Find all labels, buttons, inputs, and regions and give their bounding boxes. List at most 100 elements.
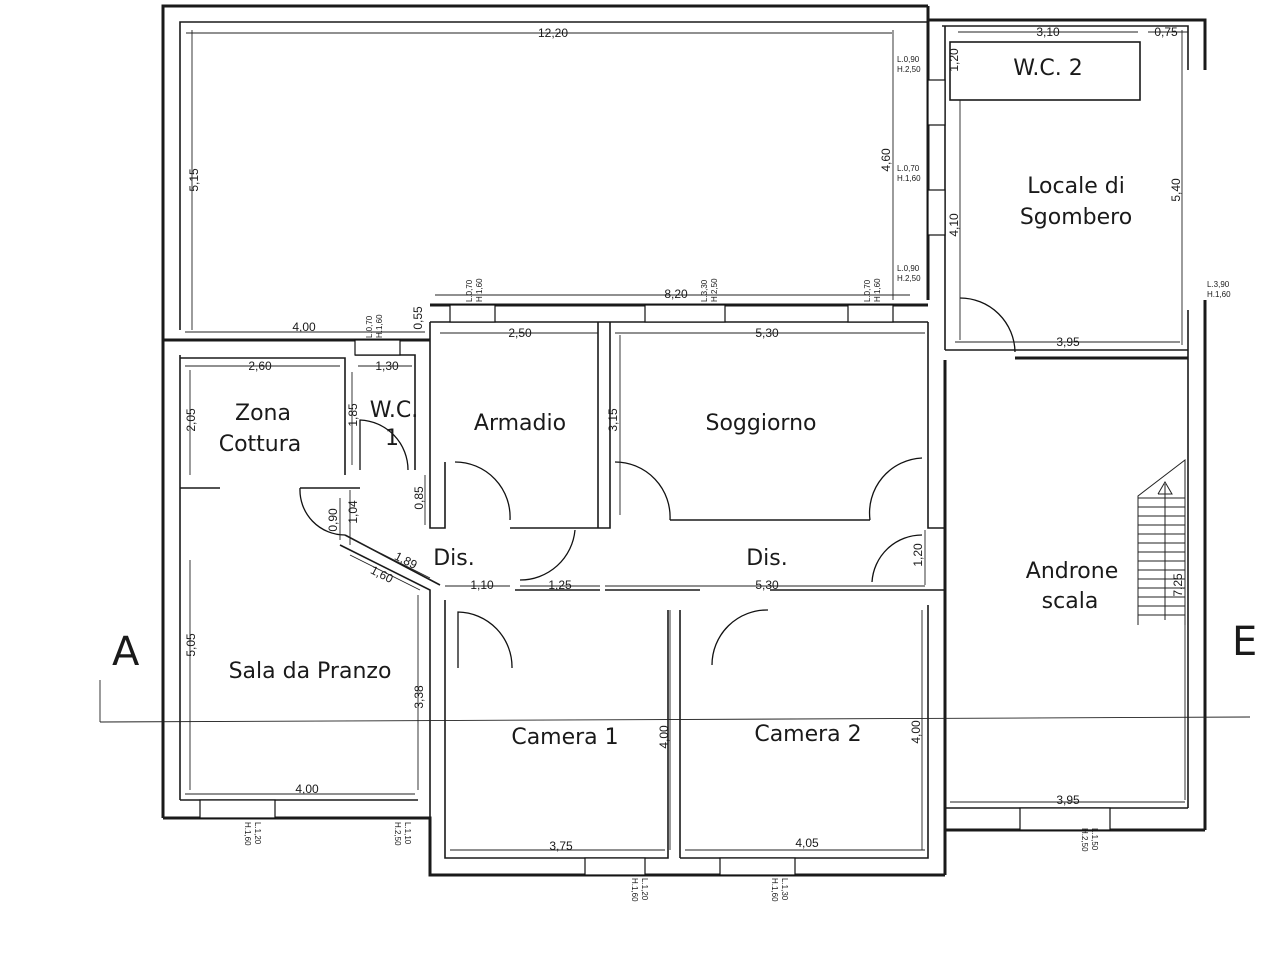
section-mark-left: A xyxy=(112,629,140,675)
dim-mid-820: 8,20 xyxy=(664,287,688,301)
section-mark-right: E xyxy=(1232,619,1257,665)
door-zona xyxy=(299,487,346,536)
opening-t2-l: L.3,30 xyxy=(700,279,709,302)
opening-b2-l: L.1,10 xyxy=(403,822,412,845)
opening-loc-l: L.0,90 xyxy=(897,264,920,273)
stair-arrow-head xyxy=(1157,481,1173,495)
opening-b4-h: H.1,60 xyxy=(770,878,779,902)
room-androne-line1: Androne xyxy=(1026,559,1118,584)
opening-b4-l: L.1,30 xyxy=(780,878,789,901)
room-dis-left: Dis. xyxy=(433,546,475,571)
dim-cam-height-2: 4,00 xyxy=(909,720,923,744)
opening-b3-l: L.1,20 xyxy=(640,878,649,901)
door-dis-1 xyxy=(519,529,576,581)
room-wc2: W.C. 2 xyxy=(1013,56,1083,81)
door-soggiorno-l xyxy=(614,461,671,521)
opening-right-h: H.1,60 xyxy=(1207,290,1231,299)
window-camera1 xyxy=(584,857,646,876)
room-wc1-line1: W.C. xyxy=(370,398,419,423)
wall-zona-cottura xyxy=(180,357,346,475)
wall-soggiorno-right xyxy=(927,322,945,529)
door-soggiorno-r xyxy=(868,457,923,521)
dim-dis-530: 5,30 xyxy=(755,578,779,592)
door-camera2 xyxy=(711,609,769,666)
room-camera1: Camera 1 xyxy=(511,725,618,750)
window-terrace-3 xyxy=(847,304,894,323)
opening-right-l: L.3,90 xyxy=(1207,280,1230,289)
dim-armadio-width: 2,50 xyxy=(508,326,532,340)
room-wc1-line2: 1 xyxy=(385,426,399,451)
dim-top-height: 5,15 xyxy=(187,168,201,192)
dim-cam2-width: 4,05 xyxy=(795,836,819,850)
door-wc1 xyxy=(359,419,409,471)
window-terrace-1 xyxy=(449,304,496,323)
door-camera1 xyxy=(457,611,513,669)
dim-cam-height-1: 4,00 xyxy=(657,725,671,749)
dim-d125: 1,25 xyxy=(548,578,572,592)
opening-b5-l: L.1,50 xyxy=(1090,828,1099,851)
room-androne-line2: scala xyxy=(1042,589,1099,614)
dim-d120: 1,20 xyxy=(911,543,925,567)
dim-zona-height: 2,05 xyxy=(184,408,198,432)
opening-b2-h: H.2,50 xyxy=(393,822,402,846)
opening-wc2-l: L.0,90 xyxy=(897,55,920,64)
dim-top-inner-height: 4,60 xyxy=(879,148,893,172)
dimension-texts: 12,20 5,15 4,60 3,10 0,75 1,20 5,40 4,10… xyxy=(184,25,1185,853)
room-sala: Sala da Pranzo xyxy=(229,659,392,684)
wall-armadio xyxy=(429,322,446,529)
room-zona-line2: Cottura xyxy=(219,432,302,457)
room-locale-line2: Sgombero xyxy=(1020,205,1132,230)
window-sala xyxy=(199,799,276,819)
opening-t1-h: H.1,60 xyxy=(475,278,484,302)
door-armadio xyxy=(454,461,511,521)
opening-loc-h: H.2,50 xyxy=(897,274,921,283)
wall-wc2-box xyxy=(949,41,1141,101)
dim-cam1-width: 3,75 xyxy=(549,839,573,853)
opening-t2-h: H.2,50 xyxy=(710,278,719,302)
windows xyxy=(199,79,1111,876)
dim-androne-width: 3,95 xyxy=(1056,793,1080,807)
walls xyxy=(161,4,1207,877)
dim-wc2-side: 0,75 xyxy=(1154,25,1178,39)
dim-bottom-top-left: 4,00 xyxy=(292,320,316,334)
window-wc1 xyxy=(354,339,401,356)
opening-t3-l: L.0,70 xyxy=(863,279,872,302)
room-dis-right: Dis. xyxy=(746,546,788,571)
room-armadio: Armadio xyxy=(474,411,566,436)
dim-locale-height: 5,40 xyxy=(1169,178,1183,202)
opening-b1-h: H.1,60 xyxy=(243,822,252,846)
room-labels: W.C. 2 Locale di Sgombero Zona Cottura W… xyxy=(219,56,1132,750)
dim-zona-width: 2,60 xyxy=(248,359,272,373)
room-zona-line1: Zona xyxy=(235,401,291,426)
opening-w1-h: H.1,60 xyxy=(375,314,384,338)
dim-locale-width: 3,95 xyxy=(1056,335,1080,349)
wall-camera1 xyxy=(444,600,669,859)
dim-top-width: 12,20 xyxy=(538,26,568,40)
dim-sala-width: 4,00 xyxy=(295,782,319,796)
wall-top-outer xyxy=(161,4,928,340)
opening-b3-h: H.1,60 xyxy=(630,878,639,902)
dim-d160: 1,60 xyxy=(368,563,395,586)
opening-t1-l: L.0,70 xyxy=(465,279,474,302)
wall-right-tower xyxy=(926,6,1207,70)
window-camera2 xyxy=(719,857,796,876)
dim-sala-338: 3,38 xyxy=(412,685,426,709)
dim-soggiorno-height: 3,15 xyxy=(606,408,620,432)
dim-gap-055: 0,55 xyxy=(411,306,425,330)
wall-right-tower-inner xyxy=(942,25,1189,70)
dim-d090: 0,90 xyxy=(326,508,340,532)
dim-d085: 0,85 xyxy=(412,486,426,510)
dim-wc2-width: 3,10 xyxy=(1036,25,1060,39)
opening-wc2-h: H.2,50 xyxy=(897,65,921,74)
dim-d104: 1,04 xyxy=(346,500,360,524)
window-androne xyxy=(1019,807,1111,831)
opening-w1-l: L.0,70 xyxy=(365,315,374,338)
door-androne xyxy=(871,534,923,583)
dim-soggiorno-width: 5,30 xyxy=(755,326,779,340)
section-line xyxy=(99,716,1251,723)
dim-wc1-height: 1,85 xyxy=(346,403,360,427)
dimension-lines xyxy=(99,30,1251,851)
wall-armadio-bottom xyxy=(510,322,611,529)
window-wc2 xyxy=(927,79,946,126)
